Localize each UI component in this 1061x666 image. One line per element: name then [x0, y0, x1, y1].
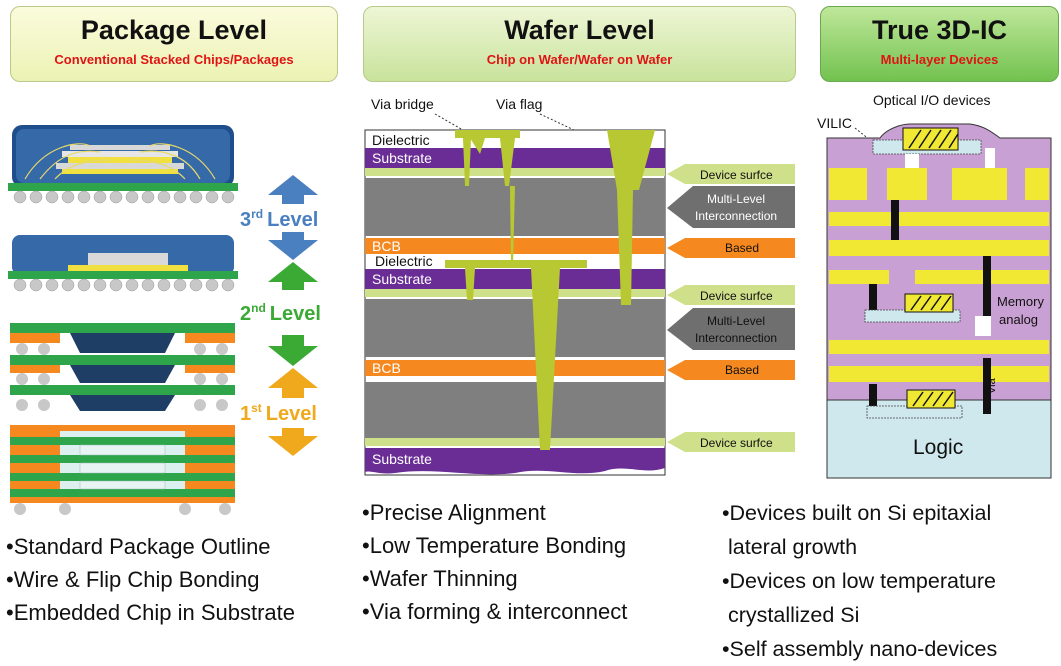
true3d-title: True 3D-IC: [871, 15, 1008, 45]
analog-label: analog: [999, 312, 1038, 327]
stacked-chip-package: [8, 125, 238, 204]
bullet-item: •Standard Package Outline: [6, 534, 271, 559]
true3d-bullets: •Devices built on Si epitaxial lateral g…: [722, 496, 997, 666]
via-bridge-label: Via bridge: [371, 96, 434, 112]
package-level-title: Package Level: [80, 15, 268, 45]
svg-text:Interconnection: Interconnection: [695, 331, 777, 345]
svg-text:Multi-Level: Multi-Level: [707, 192, 765, 206]
true3d-header: True 3D-IC Multi-layer Devices: [820, 6, 1059, 82]
arrow-up-icon: [268, 175, 318, 204]
embedded-chip-substrate: [10, 425, 235, 515]
callout-device-surface-3: Device surfce: [667, 432, 795, 452]
bullet-item: •Low Temperature Bonding: [362, 533, 627, 558]
bullet-item: •Embedded Chip in Substrate: [6, 600, 295, 625]
bullet-item: •Wire & Flip Chip Bonding: [6, 567, 260, 592]
true3d-ic-diagram: Optical I/O devices VILIC Memory analog …: [817, 92, 1052, 479]
package-level-header: Package Level Conventional Stacked Chips…: [10, 6, 338, 82]
substrate-label-1: Substrate: [372, 150, 432, 166]
via-label: Via: [986, 377, 998, 394]
via-flag-label: Via flag: [496, 96, 542, 112]
true3d-subtitle: Multi-layer Devices: [880, 52, 999, 67]
callout-device-surface-2: Device surfce: [667, 285, 795, 305]
dielectric-label-2: Dielectric: [375, 253, 433, 269]
package-level-subtitle: Conventional Stacked Chips/Packages: [54, 52, 294, 67]
svg-text:Based: Based: [725, 363, 759, 377]
svg-text:Device surfce: Device surfce: [700, 289, 773, 303]
svg-text:Based: Based: [725, 241, 759, 255]
callout-interconnect-2: Multi-Level Interconnection: [667, 308, 795, 350]
wafer-level-header: Wafer Level Chip on Wafer/Wafer on Wafer: [363, 6, 796, 82]
callout-based-2: Based: [667, 360, 795, 380]
bullet-item: lateral growth: [728, 535, 858, 559]
svg-text:Interconnection: Interconnection: [695, 209, 777, 223]
dielectric-label-1: Dielectric: [372, 132, 430, 148]
vilic-label: VILIC: [817, 115, 852, 131]
svg-text:Multi-Level: Multi-Level: [707, 314, 765, 328]
arrow-up-icon: [268, 368, 318, 398]
bcb-label-2: BCB: [372, 360, 401, 376]
bullet-item: •Self assembly nano-devices: [722, 637, 998, 661]
bullet-item: crystallized Si: [728, 603, 860, 627]
substrate-label-2: Substrate: [372, 271, 432, 287]
arrow-down-icon: [268, 335, 318, 366]
memory-label: Memory: [997, 294, 1044, 309]
bullet-item: •Via forming & interconnect: [362, 599, 628, 624]
bullet-item: •Devices on low temperature: [722, 569, 997, 593]
logic-label: Logic: [913, 436, 963, 459]
flip-chip-package: [8, 235, 238, 292]
arrow-down-icon: [268, 232, 318, 260]
wafer-level-diagram: Via bridge Via flag Dielectric Substrate…: [364, 96, 795, 476]
svg-text:Device surfce: Device surfce: [700, 168, 773, 182]
wafer-level-title: Wafer Level: [504, 15, 655, 45]
bcb-label-1: BCB: [372, 238, 401, 254]
arrow-down-icon: [268, 428, 318, 456]
callout-interconnect-1: Multi-Level Interconnection: [667, 186, 795, 228]
bullet-item: •Precise Alignment: [362, 500, 546, 525]
wafer-level-subtitle: Chip on Wafer/Wafer on Wafer: [486, 52, 673, 67]
bullet-item: •Wafer Thinning: [362, 566, 518, 591]
package-on-package-stack: [10, 323, 235, 411]
wafer-bullets: •Precise Alignment •Low Temperature Bond…: [362, 496, 627, 628]
arrow-up-icon: [268, 262, 318, 290]
via-structures: [445, 130, 655, 450]
bullet-item: •Devices built on Si epitaxial: [722, 501, 992, 525]
substrate-label-3: Substrate: [372, 451, 432, 467]
callout-device-surface-1: Device surfce: [667, 164, 795, 184]
callout-based-1: Based: [667, 238, 795, 258]
package-level-diagram: [8, 125, 238, 515]
optical-io-label: Optical I/O devices: [873, 92, 991, 108]
package-bullets: •Standard Package Outline •Wire & Flip C…: [6, 530, 295, 629]
svg-text:Device surfce: Device surfce: [700, 436, 773, 450]
